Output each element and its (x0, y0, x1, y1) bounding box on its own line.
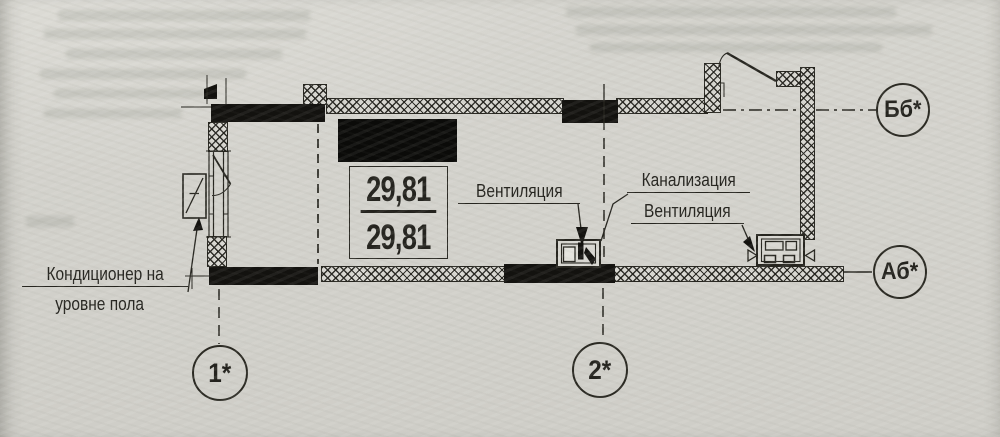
total-area-value: 29,81 (360, 172, 437, 213)
vent-shaft-1-duct (562, 246, 576, 263)
axis-marker-column-2: 2* (572, 342, 628, 398)
label-air-conditioner-line2: уровне пола (40, 295, 160, 314)
label-air-conditioner-line1: Кондиционер на (22, 265, 188, 287)
leader-ventilation-left (577, 203, 582, 230)
door-pier-hatched (704, 63, 721, 113)
extension-lines-top-left (181, 75, 227, 108)
wall-hatched-door-right (776, 71, 807, 87)
wall-pier-top (303, 84, 327, 105)
leader-arrow-air-conditioner-icon (193, 217, 203, 231)
wall-top-hatched-a (326, 98, 564, 114)
entrance-door-leaf (726, 51, 777, 83)
label-air-conditioner-line2-text: уровне пола (55, 294, 145, 314)
bleed-through-mark (26, 216, 74, 227)
wall-pier-left-upper (208, 122, 228, 152)
balcony-door-leaf (212, 154, 232, 185)
axis-line-2 (602, 138, 605, 341)
wall-bottom-hatched-right (614, 266, 844, 282)
axis-marker-row-a-label: Аб* (881, 258, 919, 285)
bleed-through-mark (576, 25, 932, 35)
axis-marker-column-1-label: 1* (208, 357, 232, 388)
bleed-through-mark (66, 49, 282, 59)
wall-bottom-black-mid (504, 264, 615, 283)
bleed-through-mark (54, 89, 206, 98)
vent-shaft-2-inner (760, 238, 801, 263)
vent-shaft-2-duct-b (785, 240, 798, 251)
label-air-conditioner-line1-text: Кондиционер на (46, 264, 164, 284)
axis-marker-column-2-label: 2* (588, 354, 612, 385)
vent-shaft-1-bar (578, 242, 584, 260)
air-conditioner-symbol (185, 177, 204, 214)
wall-pier-left-lower (207, 236, 227, 267)
axis-marker-row-b: Бб* (876, 83, 930, 137)
flow-marker-left-icon (747, 248, 759, 263)
flow-marker-right-icon (804, 248, 816, 263)
leader-air-conditioner (187, 228, 198, 293)
entrance-door-jamb (718, 82, 725, 97)
window-frame-lines (208, 151, 229, 237)
balcony-door-swing-arc (211, 183, 231, 197)
label-ventilation-right: Вентиляция (631, 202, 744, 224)
living-area-value: 29,81 (366, 218, 431, 257)
sewer-riser-symbol (584, 247, 596, 265)
bleed-through-mark (566, 7, 896, 17)
vent-shaft-2-cell-a (763, 254, 777, 264)
wall-break-flag (204, 84, 217, 99)
wall-right-vertical (800, 67, 815, 240)
entrance-door-swing-arc (718, 52, 728, 67)
label-ventilation-right-text: Вентиляция (644, 201, 731, 221)
wall-bottom-hatched-mid (321, 266, 505, 282)
axis-marker-row-a: Аб* (873, 245, 927, 299)
bleed-through-mark (44, 109, 182, 118)
bleed-through-mark (40, 69, 246, 79)
bleed-through-mark (590, 43, 882, 52)
label-sewerage: Канализация (627, 171, 750, 193)
wall-top-left-black (211, 104, 325, 122)
label-ventilation-left: Вентиляция (458, 182, 580, 204)
leader-sewerage (600, 193, 629, 242)
label-ventilation-left-text: Вентиляция (475, 181, 563, 201)
label-sewerage-text: Канализация (641, 170, 736, 190)
axis-marker-column-1: 1* (192, 345, 248, 401)
bleed-through-mark (44, 29, 306, 39)
redacted-area (338, 119, 457, 162)
vent-shaft-2-duct-a (764, 240, 784, 251)
leader-arrow-ventilation-left-icon (576, 227, 588, 246)
leader-arrow-ventilation-right-icon (743, 236, 755, 252)
bleed-through-mark (58, 10, 310, 21)
vent-shaft-2-cell-b (782, 254, 796, 264)
extension-lines-bottom-left (185, 268, 209, 289)
wall-bottom-left-black (209, 267, 318, 285)
axis-marker-row-b-label: Бб* (884, 96, 922, 123)
area-label-box: 29,81 29,81 (349, 166, 448, 259)
wall-top-hatched-b (616, 98, 708, 114)
air-conditioner-unit (182, 173, 207, 219)
